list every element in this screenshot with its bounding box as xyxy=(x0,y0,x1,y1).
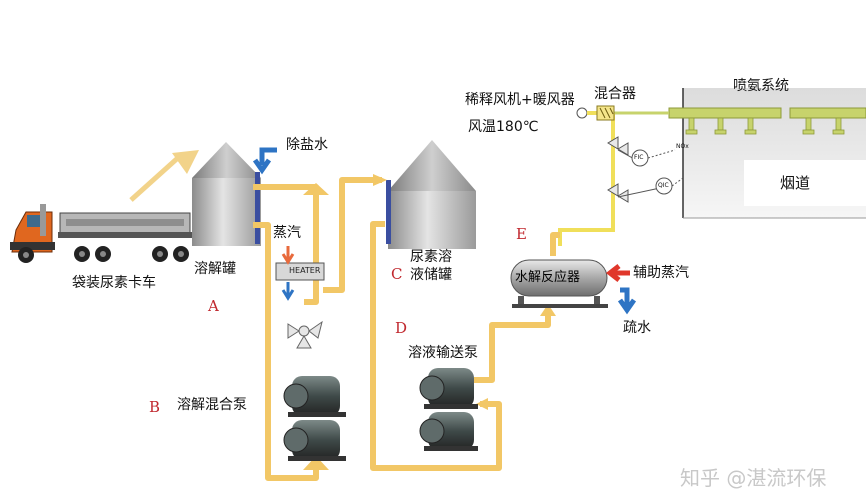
heater-label: HEATER xyxy=(289,266,321,275)
mixer-label: 混合器 xyxy=(594,86,636,102)
letter-d: D xyxy=(395,319,408,337)
aux-steam-label: 辅助蒸汽 xyxy=(633,265,689,281)
pipes xyxy=(253,177,560,481)
transfer-pump-stack xyxy=(419,368,478,451)
aux-steam-arrow xyxy=(605,264,630,282)
reactor-label: 水解反应器 xyxy=(515,270,581,285)
qic-label: QIC xyxy=(658,182,669,189)
watermark: 知乎 @湛流环保 xyxy=(680,466,827,490)
storage-tank-label-line2: 液储罐 xyxy=(410,267,452,283)
dissolve-tank xyxy=(192,142,261,246)
control-line xyxy=(558,111,669,246)
dissolve-tank-label: 溶解罐 xyxy=(194,261,236,277)
three-way-valve-icon xyxy=(287,320,323,349)
drain-label: 疏水 xyxy=(623,320,651,336)
mix-pump-label: 溶解混合泵 xyxy=(177,397,247,413)
conveyor-arrowhead xyxy=(172,150,199,174)
pipe-arrows xyxy=(303,174,556,470)
demin-water-label: 除盐水 xyxy=(286,137,328,153)
mixer-icon xyxy=(596,105,615,121)
letter-b: B xyxy=(149,398,161,416)
transfer-pump-label: 溶液输送泵 xyxy=(408,345,478,361)
heater-block xyxy=(275,246,325,301)
letter-a: A xyxy=(208,297,219,315)
conveyor-arrow xyxy=(129,154,182,202)
ammonia-spray-grid xyxy=(668,107,866,135)
demin-water-arrow xyxy=(252,147,277,175)
steam-label: 蒸汽 xyxy=(273,225,301,241)
truck-icon xyxy=(10,204,194,263)
flue-label: 烟道 xyxy=(780,174,811,192)
dilution-fan-icon xyxy=(576,107,597,119)
truck-label: 袋装尿素卡车 xyxy=(72,275,156,291)
dilution-fan-label: 稀释风机+暖风器 xyxy=(465,92,575,108)
control-valves xyxy=(607,136,684,203)
storage-tank-label-line1: 尿素溶 xyxy=(410,249,452,265)
storage-tank xyxy=(386,140,476,249)
hydrolysis-reactor xyxy=(510,259,608,308)
ammonia-spray-label: 喷氨系统 xyxy=(733,78,789,94)
letter-c: C xyxy=(391,265,403,283)
nox-label: NOx xyxy=(676,143,689,150)
drain-arrow xyxy=(617,287,637,315)
air-temp-label: 风温180℃ xyxy=(468,119,539,135)
mix-pump-stack xyxy=(283,376,346,461)
fic-label-1: FIC xyxy=(634,154,644,161)
letter-e: E xyxy=(516,225,527,243)
